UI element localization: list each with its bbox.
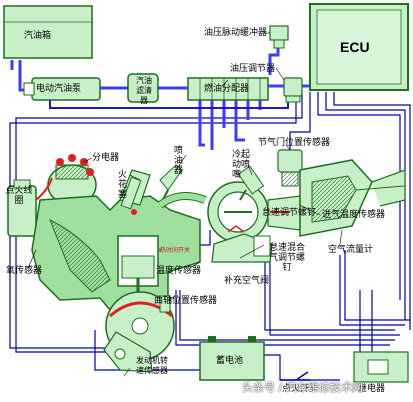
label-air-flow-meter: 空气流量计 <box>328 245 374 255</box>
fuel-tank <box>3 5 93 59</box>
battery <box>199 336 265 381</box>
leader-lines <box>27 32 343 377</box>
air-flow-meter <box>299 159 406 237</box>
label-spark-plug: 火花塞 <box>118 170 128 200</box>
label-fuel-distributor: 燃油分配器 <box>204 84 250 94</box>
label-cold-start-injector: 冷起动喷嘴 <box>232 150 251 180</box>
label-fuel-tank: 汽油箱 <box>24 31 52 41</box>
ignition-coil <box>7 177 53 237</box>
engine-speed-sensor <box>103 331 153 373</box>
label-idle-mixture-screw: 怠速混合气调节螺钉 <box>268 243 305 273</box>
label-battery: 蓄电池 <box>216 356 244 366</box>
cold-start-injector <box>237 165 265 201</box>
label-injector: 喷油器 <box>174 146 184 176</box>
signal-wiring <box>9 92 411 381</box>
label-throttle-position-sensor: 节气门位置传感器 <box>258 138 331 148</box>
label-fuel-filter: 汽油滤清器 <box>136 76 152 105</box>
fuel-filter <box>127 73 159 103</box>
pressure-regulator <box>283 77 303 97</box>
label-relay: 继电器 <box>358 384 386 394</box>
engine-block <box>31 164 207 311</box>
ignition-switch <box>280 371 310 381</box>
label-intake-temp-sensor: 进气温度传感器 <box>322 210 386 220</box>
auxiliary-air-valve <box>211 225 273 263</box>
label-ignition-switch: 点火开关 <box>282 384 319 394</box>
pressure-pulsation-damper <box>269 25 289 41</box>
relay <box>353 351 409 383</box>
label-thermo-time-switch: 热时间开关 <box>160 247 191 254</box>
watermark: 头条号 / 汽车维修技术网 <box>242 381 363 394</box>
label-ignition-coil: 点火线圈 <box>5 186 33 206</box>
label-idle-adjust-screw: 怠速调节螺钉 <box>262 208 317 218</box>
label-temperature-sensor: 温度传感器 <box>156 266 202 276</box>
label-pressure-regulator: 油压调节器 <box>230 64 276 74</box>
label-engine-speed-sensor: 发动机转速传感器 <box>136 356 168 375</box>
label-distributor: 分电器 <box>92 153 120 163</box>
label-auxiliary-air-valve: 补充空气阀 <box>224 276 270 286</box>
label-electric-fuel-pump: 电动汽油泵 <box>36 84 82 94</box>
label-oxygen-sensor: 氧传感器 <box>6 266 43 276</box>
throttle-body <box>207 181 301 243</box>
label-crankshaft-position-sensor: 曲轴位置传感器 <box>154 296 218 306</box>
label-ecu: ECU <box>340 39 370 55</box>
label-pressure-pulsation-damper: 油压脉动缓冲器 <box>204 28 268 38</box>
throttle-position-sensor <box>277 149 303 187</box>
